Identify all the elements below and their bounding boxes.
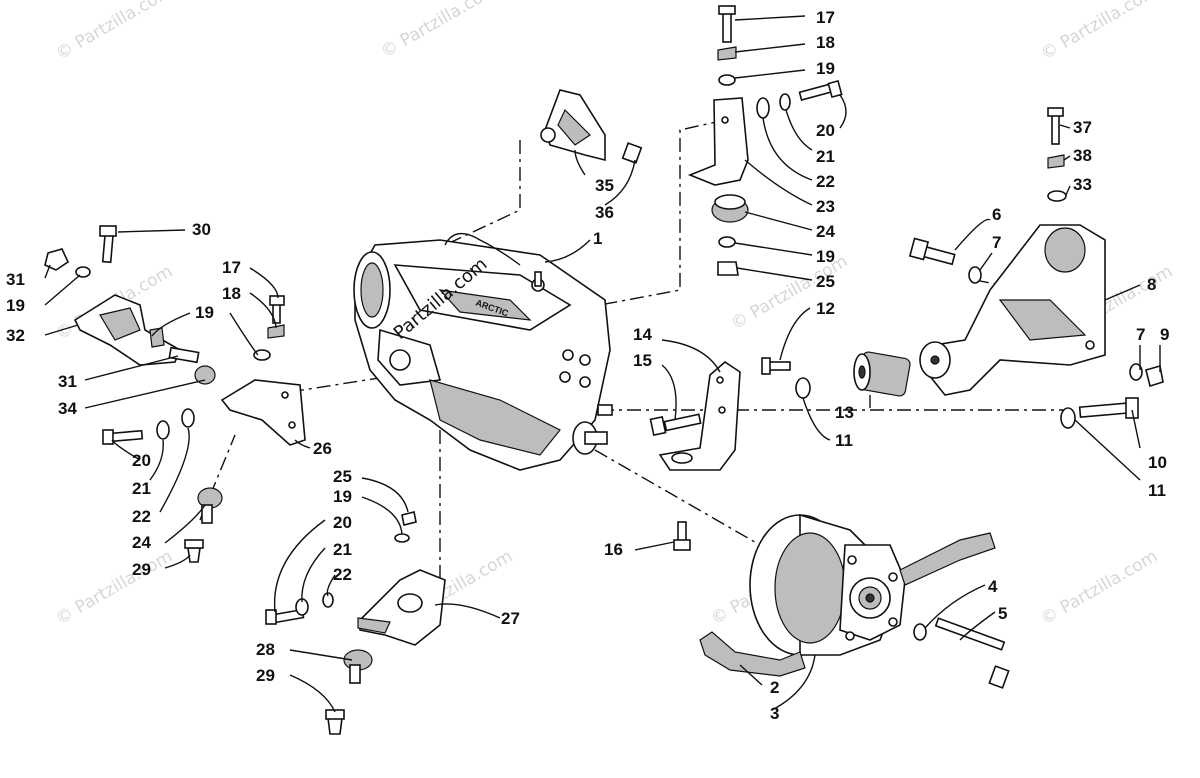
watermark-10: © Partzilla.com: [1038, 546, 1162, 629]
callout-18-left: 18: [222, 284, 241, 303]
watermark-7: © Partzilla.com: [53, 546, 177, 629]
watermark-2: © Partzilla.com: [378, 0, 502, 62]
callout-22-top: 22: [816, 172, 835, 191]
watermark-3: © Partzilla.com: [1038, 0, 1162, 64]
callout-12: 12: [816, 299, 835, 318]
callout-29-left: 29: [132, 560, 151, 579]
part-13-roller: [761, 351, 911, 399]
engine-assembly: ARCTIC Partzilla.com: [353, 232, 613, 471]
callout-24-left: 24: [132, 533, 151, 552]
part-26-left-bracket: [102, 379, 306, 563]
part-14-bracket: [649, 360, 741, 551]
callout-28: 28: [256, 640, 275, 659]
callout-24-top: 24: [816, 222, 835, 241]
callout-33: 33: [1073, 175, 1092, 194]
callout-19-left-upper: 19: [6, 296, 25, 315]
callout-11-center: 11: [835, 431, 853, 450]
leader-lines: [44, 15, 1161, 713]
callout-29-lower: 29: [256, 666, 275, 685]
right-top-hardware: [1047, 107, 1067, 202]
callout-11-right: 11: [1148, 481, 1166, 500]
callout-35: 35: [595, 176, 614, 195]
callout-25-top: 25: [816, 272, 835, 291]
part-8-right-bracket: [919, 224, 1106, 396]
callout-20-top: 20: [816, 121, 835, 140]
callout-8: 8: [1147, 275, 1156, 294]
callout-34: 34: [58, 399, 77, 418]
callout-31-lower: 31: [58, 372, 77, 391]
callout-2: 2: [770, 678, 779, 697]
callout-22-left: 22: [132, 507, 151, 526]
callout-6: 6: [992, 205, 1001, 224]
callout-labels: 17 18 19 20 21 22 23 24 19 25 37 38 33 6…: [6, 8, 1169, 723]
callout-3: 3: [770, 704, 779, 723]
callout-21-left: 21: [132, 479, 151, 498]
callout-16: 16: [604, 540, 623, 559]
callout-38: 38: [1073, 146, 1092, 165]
right-bracket-hardware: [908, 237, 1164, 429]
top-center-mount-hardware: [687, 5, 843, 276]
part-3-drive-clutch: [749, 513, 906, 656]
callout-15: 15: [633, 351, 652, 370]
callout-19-left-mid: 19: [195, 303, 214, 322]
callout-19-lower: 19: [333, 487, 352, 506]
callout-7-lower: 7: [1136, 325, 1145, 344]
callout-19-top: 19: [816, 59, 835, 78]
callout-1: 1: [593, 229, 602, 248]
callout-25-lower: 25: [333, 467, 352, 486]
callout-36: 36: [595, 203, 614, 222]
callout-21-lower: 21: [333, 540, 352, 559]
callout-9: 9: [1160, 325, 1169, 344]
callout-20-left: 20: [132, 451, 151, 470]
callout-23: 23: [816, 197, 835, 216]
callout-17-left: 17: [222, 258, 241, 277]
callout-21-top: 21: [816, 147, 835, 166]
callout-18-top: 18: [816, 33, 835, 52]
callout-13: 13: [835, 403, 854, 422]
part-35-36-bracket: [540, 89, 643, 164]
callout-27: 27: [501, 609, 520, 628]
callout-4: 4: [988, 577, 998, 596]
part-2-drive-belt: [699, 532, 996, 677]
watermark-1: © Partzilla.com: [53, 0, 177, 64]
part-32-left-top-bracket: [44, 225, 216, 385]
callout-19-top-lower: 19: [816, 247, 835, 266]
callout-32: 32: [6, 326, 25, 345]
callout-31-upper: 31: [6, 270, 25, 289]
callout-37: 37: [1073, 118, 1092, 137]
callout-22-lower: 22: [333, 565, 352, 584]
callout-7-upper: 7: [992, 233, 1001, 252]
callout-17-top: 17: [816, 8, 835, 27]
callout-10: 10: [1148, 453, 1167, 472]
callout-26: 26: [313, 439, 332, 458]
callout-30: 30: [192, 220, 211, 239]
callout-14: 14: [633, 325, 652, 344]
left-mid-hardware: [253, 295, 285, 361]
part-4-5-clutch-bolt: [913, 617, 1010, 689]
part-27-lower-mount: [265, 511, 446, 735]
callout-20-lower: 20: [333, 513, 352, 532]
callout-5: 5: [998, 604, 1007, 623]
